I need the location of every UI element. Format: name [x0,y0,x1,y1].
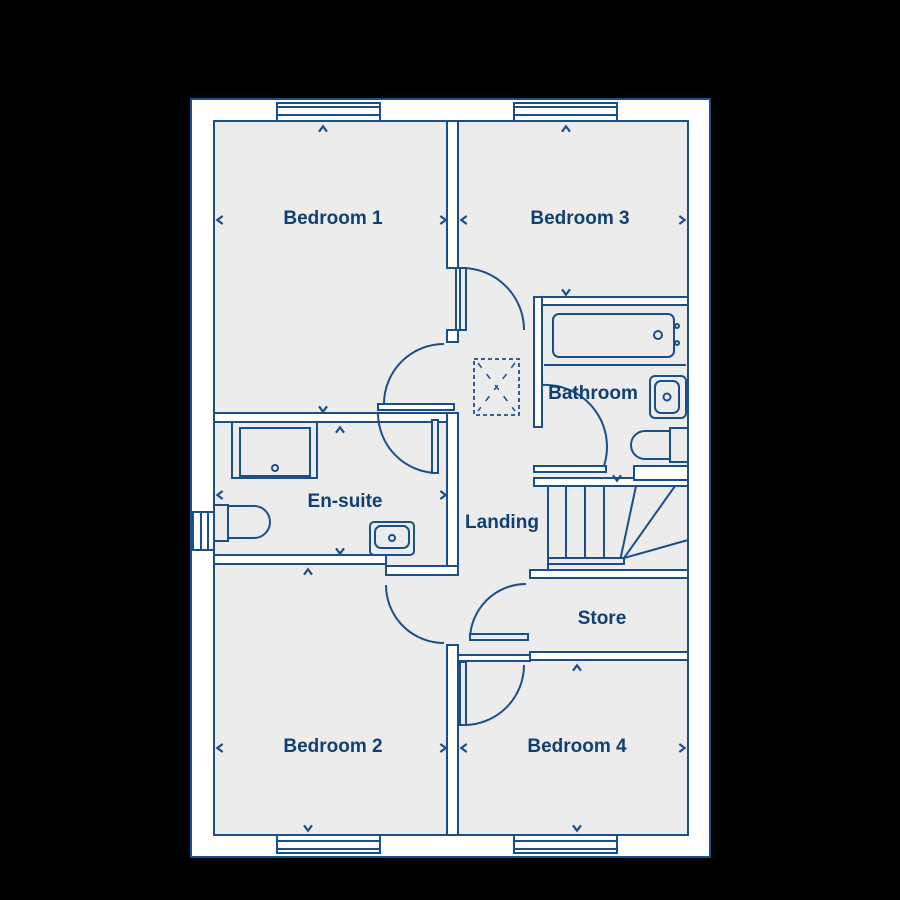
room-label-bedroom-3: Bedroom 3 [530,208,629,229]
window-ensuite [192,511,215,551]
shower-tray-icon [231,421,318,479]
chevron-down-icon [612,474,622,483]
basin-icon [649,375,687,419]
window-bedroom4 [513,834,618,854]
room-label-bathroom: Bathroom [548,383,638,404]
room-label-store: Store [578,608,627,629]
room-label-bedroom-1: Bedroom 1 [283,208,383,229]
ensuite-toilet-icon [213,504,271,542]
stairs-icon [547,485,689,570]
chevron-right-icon [439,743,448,753]
room-label-landing: Landing [465,512,539,533]
chevron-up-icon [561,124,571,133]
chevron-left-icon [459,743,468,753]
room-label-bedroom-4: Bedroom 4 [527,736,627,757]
chevron-left-icon [215,490,224,500]
chevron-right-icon [439,490,448,500]
chevron-up-icon [303,567,313,576]
chevron-left-icon [459,215,468,225]
chevron-down-icon [561,288,571,297]
chevron-up-icon [572,663,582,672]
chevron-right-icon [439,215,448,225]
ensuite-basin-icon [369,521,415,556]
chevron-down-icon [318,405,328,414]
chevron-left-icon [215,215,224,225]
chevron-up-icon [318,124,328,133]
bath-icon [544,313,686,366]
window-bedroom3 [513,102,618,122]
chevron-down-icon [303,824,313,833]
dimension-markers [215,124,687,833]
chevron-left-icon [215,743,224,753]
internal-walls [213,120,689,836]
toilet-icon [630,427,689,463]
chevron-down-icon [335,547,345,556]
room-label-en-suite: En-suite [308,491,383,512]
room-label-bedroom-2: Bedroom 2 [283,736,382,757]
chevron-right-icon [678,215,687,225]
loft-hatch-icon [473,358,520,416]
doors [377,267,609,726]
window-bedroom2 [276,834,381,854]
chevron-down-icon [572,824,582,833]
chevron-up-icon [335,425,345,434]
window-bedroom1 [276,102,381,122]
chevron-right-icon [678,743,687,753]
